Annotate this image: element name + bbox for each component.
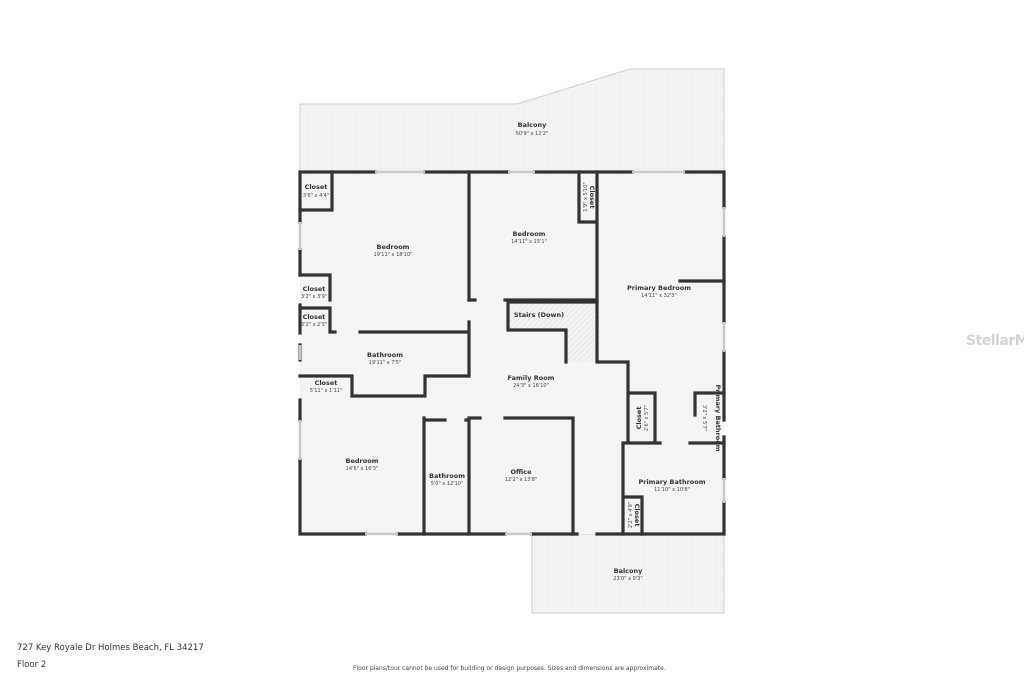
interior-floor	[300, 172, 724, 534]
room-name: Primary Bathroom	[714, 384, 722, 451]
room-dim: 19'11" x 7'5"	[369, 360, 402, 366]
room-name: Primary Bathroom	[638, 478, 705, 486]
stairs	[508, 302, 597, 362]
room-name: Closet	[588, 186, 596, 209]
room-dim: 3'6" x 4'4"	[303, 193, 329, 199]
room-dim: 5'0" x 12'10"	[431, 481, 464, 487]
floor-label: Floor 2	[17, 660, 47, 670]
property-address: 727 Key Royale Dr Holmes Beach, FL 34217	[17, 643, 204, 653]
room-name: Primary Bedroom	[627, 284, 691, 292]
room-dim: 14'11" x 32'3"	[641, 293, 677, 299]
room-dim: 12'2" x 13'8"	[505, 477, 538, 483]
room-name: Bathroom	[367, 351, 403, 359]
windows	[298, 170, 726, 536]
room-name: Bedroom	[377, 243, 410, 251]
room-dim: 24'3" x 16'10"	[513, 383, 549, 389]
room-name: Family Room	[508, 374, 555, 382]
room-name: Closet	[303, 313, 326, 321]
room-labels: Balcony 50'9" x 12'2" Closet 3'6" x 4'4"…	[301, 121, 722, 582]
room-name: Bedroom	[346, 457, 379, 465]
room-dim: 19'11" x 18'10"	[374, 252, 413, 258]
room-name: Closet	[305, 183, 328, 191]
room-dim: 14'6" x 16'3"	[346, 466, 379, 472]
walls	[298, 170, 726, 536]
room-name: Office	[510, 468, 532, 476]
room-dim: 3'2" x 3'9"	[301, 294, 327, 300]
room-dim: 2'2" x 4'9"	[628, 502, 634, 528]
balcony-top	[299, 68, 725, 173]
room-name: Balcony	[614, 567, 644, 575]
room-name: Bedroom	[513, 230, 546, 238]
room-dim: 23'0" x 9'3"	[613, 576, 642, 582]
balcony-bottom	[531, 533, 725, 614]
room-dim: 3'2" x 5'7"	[701, 405, 707, 431]
watermark: StellarMLS	[966, 333, 1024, 349]
room-dim: 14'11" x 15'1"	[511, 239, 547, 245]
room-name: Closet	[635, 407, 643, 430]
disclaimer: Floor plans/tour cannot be used for buil…	[353, 665, 666, 672]
room-name: Closet	[315, 379, 338, 387]
room-dim: 1'9" x 5'10"	[583, 182, 589, 211]
room-name: Closet	[633, 504, 641, 527]
room-name: Stairs (Down)	[514, 311, 564, 319]
room-dim: 11'10" x 10'8"	[654, 487, 690, 493]
room-dim: 2'6" x 5'7"	[644, 405, 650, 431]
room-name: Balcony	[518, 121, 548, 129]
room-dim: 3'2" x 2'3"	[301, 322, 327, 328]
room-dim: 5'11" x 1'11"	[310, 388, 343, 394]
room-name: Closet	[303, 285, 326, 293]
room-name: Bathroom	[429, 472, 465, 480]
room-dim: 50'9" x 12'2"	[516, 131, 549, 137]
